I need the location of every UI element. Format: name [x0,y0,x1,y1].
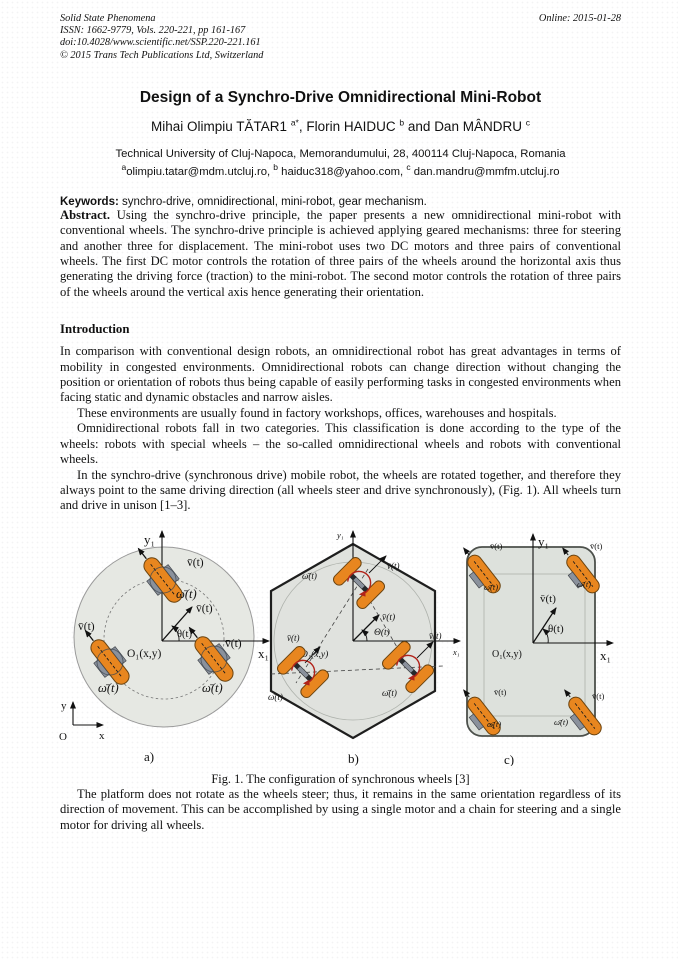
section-heading-introduction: Introduction [60,322,130,337]
emails-line: aolimpiu.tatar@mdm.utcluj.ro, b haiduc31… [121,162,560,178]
theta-label: θ(t) [177,629,192,640]
subfigure-label-b: b) [348,751,359,766]
origin-label: O₁(x,y) [127,648,162,660]
keywords-line: Keywords: synchro-drive, omnidirectional… [60,195,427,208]
theta-label: θ(t) [548,623,564,635]
email-a: olimpiu.tatar@mdm.utcluj.ro, [126,165,271,178]
intro-paragraph: These environments are usually found in … [77,405,557,420]
axis-label: x₁ [600,648,611,663]
paper-title: Design of a Synchro-Drive Omnidirectiona… [139,88,542,106]
intro-paragraph: Omnidirectional robots fall in two categ… [60,421,621,467]
abstract: Abstract. Using the synchro-drive princi… [60,207,621,299]
author-3-sup: c [525,117,530,128]
omega-label: ω̄(t) [554,717,568,727]
journal-name: Solid State Phenomena [60,13,156,24]
doi-line: doi:10.4028/www.scientific.net/SSP.220-2… [60,37,261,49]
velocity-label: v̄(t) [187,557,204,569]
omega-label: ω̄(t) [302,571,317,581]
origin-label: O₁(x,y) [301,649,328,660]
author-1: Mihai Olimpiu TĂTAR1 [151,118,288,134]
subfigure-b-hexagonal-platform: y₁ x₁ O₁(x,y) v̄(t) Θ(t) v̄(t) v̄(t) v̄(… [268,529,461,766]
omega-label: ω̄(t) [487,719,501,729]
velocity-label: v̄(t) [196,603,213,615]
axis-label: x₁ [258,646,269,661]
axis-label: y₁ [144,532,155,547]
velocity-label: v̄(t) [387,561,400,571]
author-2-sup: b [399,117,405,128]
velocity-label: v̄(t) [494,687,506,697]
world-frame: y x O [59,700,105,743]
velocity-label: v̄(t) [225,638,242,650]
omega-label: ω̄(t) [268,692,283,702]
svg-text:O: O [59,731,67,743]
intro-paragraph: In the synchro-drive (synchronous drive)… [60,467,621,513]
journal-header: Solid State Phenomena ISSN: 1662-9779, V… [60,0,621,62]
omega-label: ω̄(t) [382,688,397,698]
authors-line: Mihai Olimpiu TĂTAR1 a*, Florin HAIDUC b… [151,117,530,134]
svg-text:y: y [61,700,67,712]
svg-text:x: x [99,730,105,742]
velocity-label: v̄(t) [540,593,556,605]
issn-line: ISSN: 1662-9779, Vols. 220-221, pp 161-1… [60,25,246,37]
origin-label: O₁(x,y) [492,649,522,660]
author-1-sup: a* [290,117,299,128]
figure-caption: Fig. 1. The configuration of synchronous… [211,771,470,786]
subfigure-a-circular-platform: y₁ x₁ O₁(x,y) v̄(t) θ(t) v̄(t) ω̄(t) v̄(… [59,529,270,764]
velocity-label: v̄(t) [287,633,300,643]
omega-label: ω̄(t) [484,582,498,592]
author-3: Dan MÂNDRU [434,118,522,134]
subfigure-c-rectangular-platform: y₁ x₁ O₁(x,y) v̄(t) θ(t) v̄(t) v̄(t) v̄(… [454,532,614,767]
theta-label: Θ(t) [374,627,390,638]
subfigure-label-c: c) [504,752,514,766]
velocity-label: v̄(t) [382,612,395,623]
affiliation: Technical University of Cluj-Napoca, Mem… [115,147,566,160]
velocity-label: v̄(t) [429,631,442,641]
journal-info: Solid State Phenomena ISSN: 1662-9779, V… [60,13,263,62]
figure-1: y₁ x₁ O₁(x,y) v̄(t) θ(t) v̄(t) ω̄(t) v̄(… [56,528,621,771]
velocity-label: v̄(t) [590,541,602,551]
email-b: haiduc318@yahoo.com, [281,165,404,178]
omega-label: ω̄(t) [98,681,119,695]
subfigure-label-a: a) [144,749,154,764]
keywords-label: Keywords: [60,195,119,208]
axis-label: y₁ [538,534,549,549]
intro-paragraph: In comparison with conventional design r… [60,344,621,405]
email-c: dan.mandru@mmfm.utcluj.ro [413,165,560,178]
velocity-label: v̄(t) [490,541,502,551]
copyright-line: © 2015 Trans Tech Publications Ltd, Swit… [60,49,264,61]
closing-paragraph: The platform does not rotate as the whee… [60,786,621,832]
omega-label: ω̄(t) [176,587,197,601]
omega-label: ω̄(t) [202,681,223,695]
omega-label: ω̄(t) [577,579,591,589]
velocity-label: v̄(t) [78,621,95,633]
author-2: Florin HAIDUC [306,118,396,134]
online-date: Online: 2015-01-28 [538,13,621,24]
synchronous-wheels-figure: y₁ x₁ O₁(x,y) v̄(t) θ(t) v̄(t) ω̄(t) v̄(… [59,529,614,767]
abstract-label: Abstract. [60,207,111,222]
axis-label: y₁ [336,530,344,540]
velocity-label: v̄(t) [592,691,604,701]
axis-label: x₁ [452,647,460,657]
